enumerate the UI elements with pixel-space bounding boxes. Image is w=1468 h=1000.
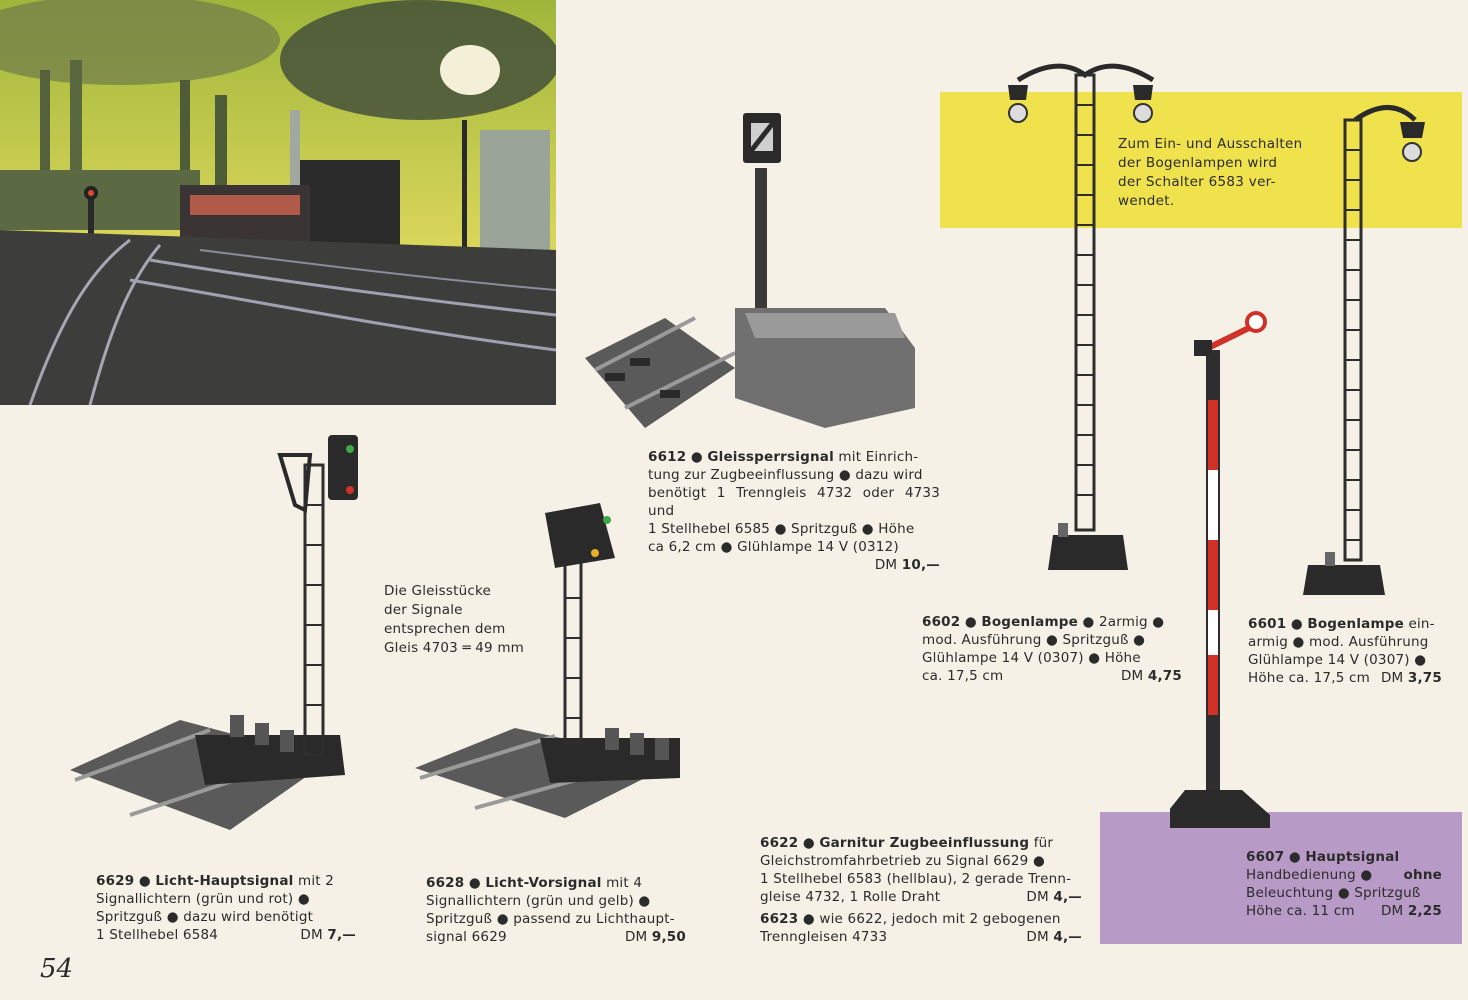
- caption-line: 1 Stellhebel 6585 ● Spritzguß ● Höhe: [648, 521, 915, 537]
- caption-line: mit 2: [297, 873, 335, 889]
- price: DM 4,75: [1120, 668, 1182, 684]
- product-number: 6612: [648, 449, 687, 465]
- caption-line: ● wie 6622, jedoch mit 2 gebogenen: [802, 911, 1061, 927]
- gleissperrsignal-illustration: [585, 113, 915, 428]
- caption-6612: 6612 ● Gleissperrsignal mit Einrich- tun…: [648, 449, 940, 573]
- caption-line: Signallichtern (grün und rot) ●: [96, 891, 310, 907]
- caption-line: Spritzguß ● passend zu Lichthaupt-: [426, 911, 675, 927]
- caption-line: tung zur Zugbeeinflussung ● dazu wird: [648, 467, 923, 483]
- product-number: 6623: [760, 911, 799, 927]
- lamp-note-line: wendet.: [1118, 193, 1175, 209]
- caption-line: ca 6,2 cm ● Glühlampe 14 V (0312): [648, 539, 899, 555]
- caption-line: ein-: [1408, 616, 1435, 632]
- product-name: Bogenlampe: [1307, 616, 1404, 632]
- caption-line: 1 Stellhebel 6583 (hellblau), 2 gerade T…: [760, 871, 1072, 887]
- page-number: 54: [40, 954, 74, 984]
- caption-6622: 6622 ● Garnitur Zugbeeinflussung für Gle…: [760, 835, 1082, 945]
- product-name: Bogenlampe: [981, 614, 1078, 630]
- railway-painting: [0, 0, 556, 405]
- caption-line: ca. 17,5 cm: [922, 668, 1004, 684]
- caption-line: signal 6629: [426, 929, 507, 945]
- caption-6607: 6607 ● Hauptsignal Handbedienung ●ohne B…: [1246, 849, 1442, 919]
- product-name: Hauptsignal: [1305, 849, 1400, 865]
- caption-6601: 6601 ● Bogenlampe ein- armig ● mod. Ausf…: [1248, 616, 1442, 686]
- caption-line: Trenngleisen 4733: [760, 929, 888, 945]
- price: DM 4,—: [1026, 889, 1082, 905]
- price: DM 9,50: [624, 929, 686, 945]
- caption-6602: 6602 ● Bogenlampe ● 2armig ● mod. Ausfüh…: [922, 614, 1182, 684]
- product-name: Garnitur Zugbeeinflussung: [819, 835, 1030, 851]
- caption-line: armig ● mod. Ausführung: [1248, 634, 1429, 650]
- track-note-line: Gleis 4703 ═ 49 mm: [384, 640, 525, 656]
- price: DM 4,—: [1026, 929, 1082, 945]
- caption-line: ● 2armig ●: [1082, 614, 1165, 630]
- price: DM 7,—: [300, 927, 356, 943]
- lamp-note-line: der Bogenlampen wird: [1118, 155, 1278, 171]
- caption-line: für: [1033, 835, 1054, 851]
- caption-line: 1 Stellhebel 6584: [96, 927, 219, 943]
- price: DM 2,25: [1380, 903, 1442, 919]
- hauptsignal-illustration: [1170, 311, 1270, 828]
- lamp-note: Zum Ein- und Ausschalten der Bogenlampen…: [1118, 135, 1318, 211]
- caption-6628: 6628 ● Licht-Vorsignal mit 4 Signallicht…: [426, 875, 686, 945]
- caption-6629: 6629 ● Licht-Hauptsignal mit 2 Signallic…: [96, 873, 356, 943]
- caption-line: mit 4: [606, 875, 643, 891]
- product-number: 6607: [1246, 849, 1285, 865]
- track-note-line: entsprechen dem: [384, 621, 506, 637]
- price: DM 10,—: [874, 557, 940, 573]
- track-note: Die Gleisstücke der Signale entsprechen …: [384, 582, 524, 658]
- caption-line: Glühlampe 14 V (0307) ●: [1248, 652, 1427, 668]
- caption-line: Signallichtern (grün und gelb) ●: [426, 893, 651, 909]
- track-note-line: Die Gleisstücke: [384, 583, 491, 599]
- caption-line: Spritzguß ● dazu wird benötigt: [96, 909, 314, 925]
- product-name: Licht-Hauptsignal: [155, 873, 294, 889]
- caption-line: Höhe ca. 11 cm: [1246, 903, 1355, 919]
- lamp-note-line: der Schalter 6583 ver-: [1118, 174, 1276, 190]
- licht-vorsignal-illustration: [415, 503, 680, 818]
- caption-line: mod. Ausführung ● Spritzguß ●: [922, 632, 1146, 648]
- track-note-line: der Signale: [384, 602, 463, 618]
- product-number: 6601: [1248, 616, 1287, 632]
- product-number: 6622: [760, 835, 799, 851]
- price: DM 3,75: [1380, 670, 1442, 686]
- caption-line: Höhe ca. 17,5 cm: [1248, 670, 1370, 686]
- caption-line: Beleuchtung ● Spritzguß: [1246, 885, 1421, 901]
- bogenlampe-2armig-illustration: [1008, 63, 1155, 570]
- product-number: 6629: [96, 873, 135, 889]
- licht-hauptsignal-illustration: [70, 435, 358, 830]
- product-number: 6602: [922, 614, 961, 630]
- product-name: Licht-Vorsignal: [485, 875, 602, 891]
- product-number: 6628: [426, 875, 465, 891]
- caption-line: ohne: [1403, 867, 1442, 883]
- lamp-note-line: Zum Ein- und Ausschalten: [1118, 136, 1303, 152]
- caption-line: gleise 4732, 1 Rolle Draht: [760, 889, 941, 905]
- caption-line: Handbedienung ●: [1246, 867, 1373, 883]
- bogenlampe-1armig-illustration: [1303, 105, 1425, 595]
- caption-line: Glühlampe 14 V (0307) ● Höhe: [922, 650, 1141, 666]
- caption-line: mit Einrich-: [838, 449, 919, 465]
- product-name: Gleissperrsignal: [707, 449, 834, 465]
- caption-line: Gleichstromfahrbetrieb zu Signal 6629 ●: [760, 853, 1045, 869]
- caption-line: benötigt 1 Trenngleis 4732 oder 4733 und: [648, 485, 940, 519]
- hauptsignal-box: [1100, 812, 1462, 944]
